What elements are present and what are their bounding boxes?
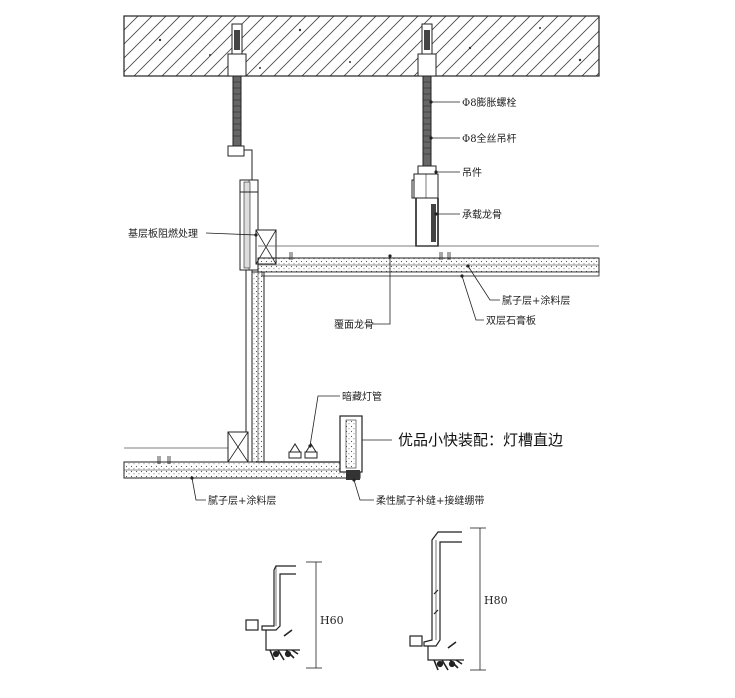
h80-dimension-label: H80 [484, 594, 508, 607]
leader-lines [191, 101, 500, 501]
label-hidden-lamp: 暗藏灯管 [342, 390, 382, 403]
main-keel [415, 198, 439, 247]
hanger-left [227, 145, 253, 180]
lamp-trough-profile [339, 415, 363, 480]
label-putty-paint-upper: 腻子层+涂料层 [502, 294, 570, 307]
hanger-right [411, 165, 439, 199]
vertical-frame [239, 179, 259, 271]
label-expansion-bolt: Φ8膨胀螺栓 [462, 96, 517, 109]
label-hanger: 吊件 [462, 167, 482, 179]
h60-dimension-line [306, 561, 322, 669]
h80-dimension-line [470, 527, 486, 671]
label-threaded-rod: Φ8全丝吊杆 [462, 132, 517, 145]
label-product-title: 优品小快装配：灯槽直边 [398, 431, 563, 449]
threaded-rod-right [422, 75, 432, 167]
expansion-bolt-left [227, 23, 247, 77]
lower-ceiling-plane [123, 431, 361, 479]
hidden-lamp-icons [288, 443, 318, 459]
label-fireproof-base: 基层板阻燃处理 [128, 227, 198, 240]
vertical-gypsum-drop [245, 269, 265, 463]
h60-dimension-label: H60 [320, 614, 344, 627]
profile-h80 [409, 531, 464, 671]
label-cover-keel: 覆面龙骨 [334, 318, 374, 331]
label-double-gypsum: 双层石膏板 [486, 314, 536, 327]
profile-h60 [245, 565, 300, 661]
label-flexible-putty: 柔性腻子补缝+接缝绷带 [376, 494, 484, 507]
label-putty-paint-lower: 腻子层+涂料层 [208, 494, 276, 507]
threaded-rod-left [232, 75, 242, 147]
concrete-slab [123, 15, 600, 77]
leader-dots [190, 100, 470, 482]
upper-gypsum-boards [257, 245, 600, 277]
label-main-keel: 承载龙骨 [462, 208, 502, 221]
